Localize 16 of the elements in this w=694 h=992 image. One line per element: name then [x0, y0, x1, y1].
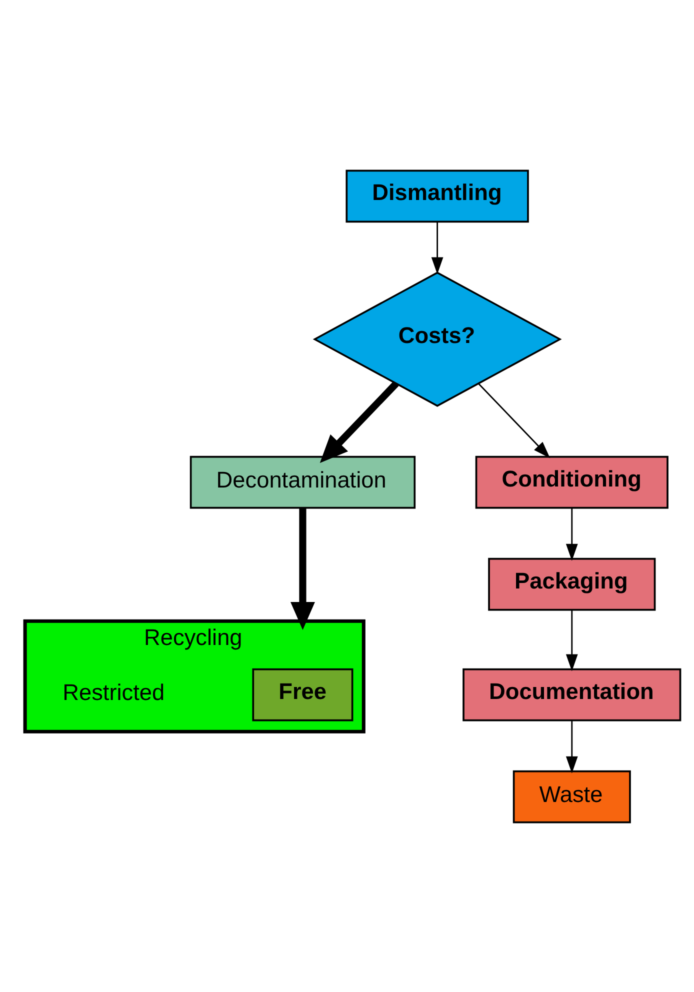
- node-box: Documentation: [462, 668, 682, 721]
- arrow: [320, 380, 399, 463]
- arrow: [566, 610, 578, 671]
- arrow: [290, 508, 315, 630]
- arrow: [478, 382, 550, 458]
- node-text: Restricted: [62, 678, 165, 705]
- node-box: Waste: [512, 770, 631, 823]
- node-box: Decontamination: [190, 455, 416, 508]
- node-box: Packaging: [488, 557, 656, 610]
- arrow: [566, 720, 578, 773]
- node-box: Dismantling: [346, 169, 529, 222]
- arrow: [431, 222, 444, 274]
- node-diamond: Costs?: [312, 271, 562, 406]
- node-box: Free: [252, 668, 354, 721]
- arrow: [566, 508, 578, 560]
- node-box: Conditioning: [475, 455, 668, 508]
